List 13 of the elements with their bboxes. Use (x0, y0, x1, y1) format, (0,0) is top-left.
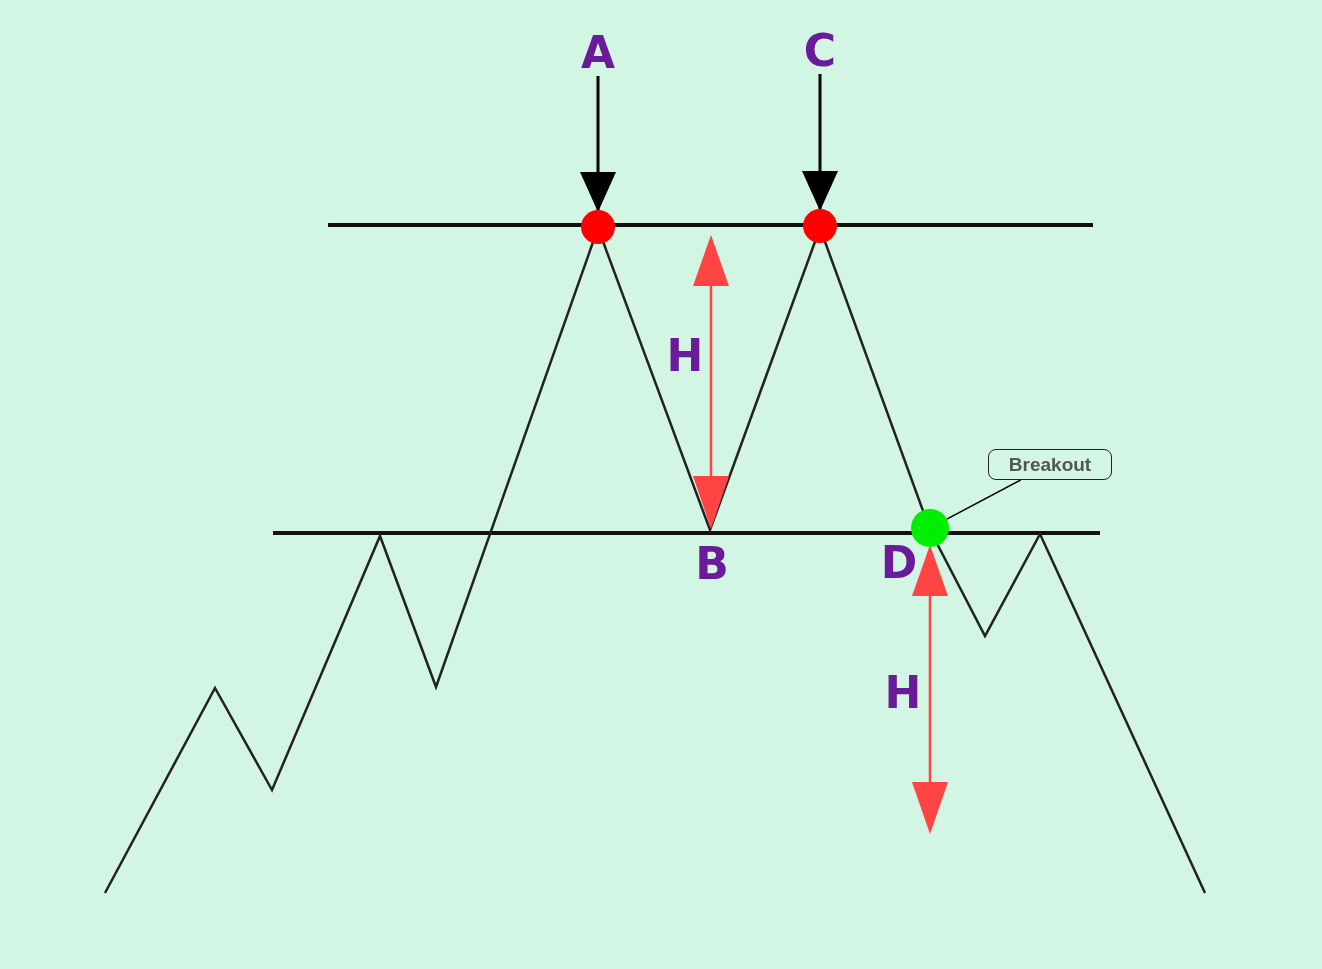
arrow (802, 74, 838, 211)
measure-label: H (883, 670, 923, 716)
point-label: C (796, 28, 844, 74)
arrow (580, 76, 616, 212)
point-marker (581, 210, 615, 244)
measure-label: D (879, 540, 919, 586)
callout-label: Breakout (988, 449, 1112, 480)
point-marker (803, 209, 837, 243)
leader-line (946, 479, 1022, 520)
point-marker (911, 509, 949, 547)
measure-label: H (665, 333, 705, 379)
point-label: A (574, 30, 622, 76)
measure-label: B (694, 541, 730, 587)
